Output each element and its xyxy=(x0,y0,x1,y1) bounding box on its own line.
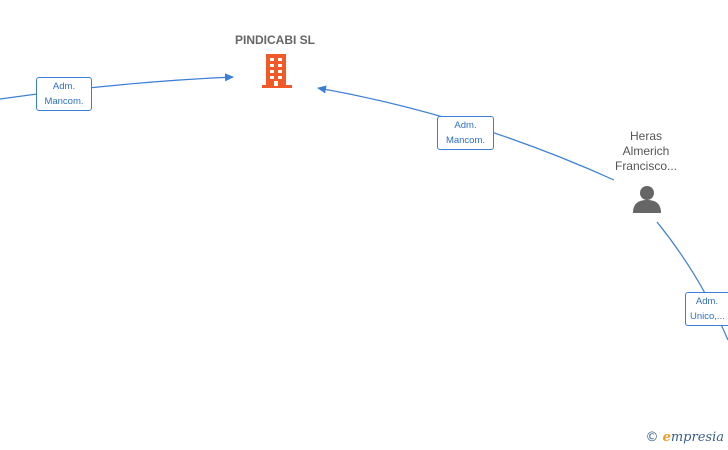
edge-label-line: Unico,... xyxy=(690,311,725,322)
brand-initial: e xyxy=(662,430,671,445)
brand-name: mpresia xyxy=(670,430,724,445)
edge-label-line: Mancom. xyxy=(445,135,486,146)
edge-label-left-to-company[interactable]: Adm. Mancom. xyxy=(36,77,92,111)
brand-logo[interactable]: © empresia xyxy=(645,430,724,445)
edge-label-line: Mancom. xyxy=(44,96,84,107)
person-name-line: Almerich xyxy=(622,144,670,158)
edge-label-person-to-company[interactable]: Adm. Mancom. xyxy=(437,116,494,150)
edge-label-line: Adm. xyxy=(52,81,76,92)
company-name[interactable]: PINDICABI SL xyxy=(234,33,315,47)
edge-line-left-to-company xyxy=(0,73,234,100)
edge-label-line: Adm. xyxy=(454,120,477,131)
person-name-line: Heras xyxy=(629,129,662,143)
copyright-symbol: © xyxy=(645,430,659,445)
edge-label-line: Adm. xyxy=(695,296,719,307)
edge-label-person-to-right[interactable]: Adm. Unico,... xyxy=(685,292,728,326)
person-name-line: Francisco... xyxy=(614,159,677,173)
person-name[interactable]: Heras Almerich Francisco... xyxy=(596,129,696,174)
building-icon[interactable] xyxy=(262,54,292,88)
person-icon[interactable] xyxy=(633,186,661,213)
